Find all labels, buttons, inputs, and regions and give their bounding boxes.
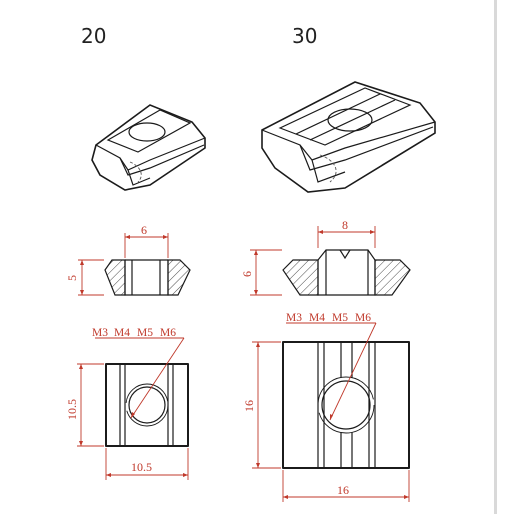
s30-height-dimension: 6: [240, 249, 282, 296]
s20-height-label: 5: [65, 275, 79, 281]
s20-thread-callout: M3 M4 M5 M6: [92, 327, 185, 419]
page-edge: [494, 0, 497, 514]
s20-thread-m3: M3: [92, 327, 108, 339]
s30-thread-m4: M4: [309, 312, 325, 324]
s30-thread-m3: M3: [286, 312, 302, 324]
s30-slot-width-label: 8: [342, 218, 348, 232]
iso-view-20: [91, 104, 206, 191]
size-20-header: 20: [81, 24, 106, 48]
plan-view-30: [282, 341, 410, 469]
s30-slot-dimension: 8: [317, 218, 376, 248]
s30-width-label: 16: [337, 483, 349, 497]
s20-height-dimension: 5: [65, 259, 104, 296]
s30-width-dimension: 16: [282, 470, 410, 502]
s20-width-dimension: 10.5: [105, 448, 189, 480]
s30-thread-m6: M6: [355, 312, 371, 324]
s20-slot-width-label: 6: [141, 223, 147, 237]
s20-length-label: 10.5: [65, 399, 79, 420]
s30-thread-callout: M3 M4 M5 M6: [286, 312, 377, 421]
s20-length-dimension: 10.5: [65, 363, 104, 447]
s20-slot-dimension: 6: [124, 223, 169, 258]
s30-height-label: 6: [240, 271, 254, 277]
size-30-header: 30: [292, 24, 317, 48]
s20-width-label: 10.5: [131, 460, 152, 474]
s20-thread-m5: M5: [137, 327, 153, 339]
s30-thread-m5: M5: [332, 312, 348, 324]
s20-thread-m6: M6: [160, 327, 176, 339]
s20-thread-m4: M4: [114, 327, 130, 339]
s30-length-dimension: 16: [242, 341, 281, 469]
section-view-30: [282, 249, 411, 296]
section-view-20: [104, 259, 191, 296]
s30-length-label: 16: [242, 400, 256, 412]
plan-view-20: [105, 363, 189, 447]
iso-view-30: [261, 81, 436, 193]
